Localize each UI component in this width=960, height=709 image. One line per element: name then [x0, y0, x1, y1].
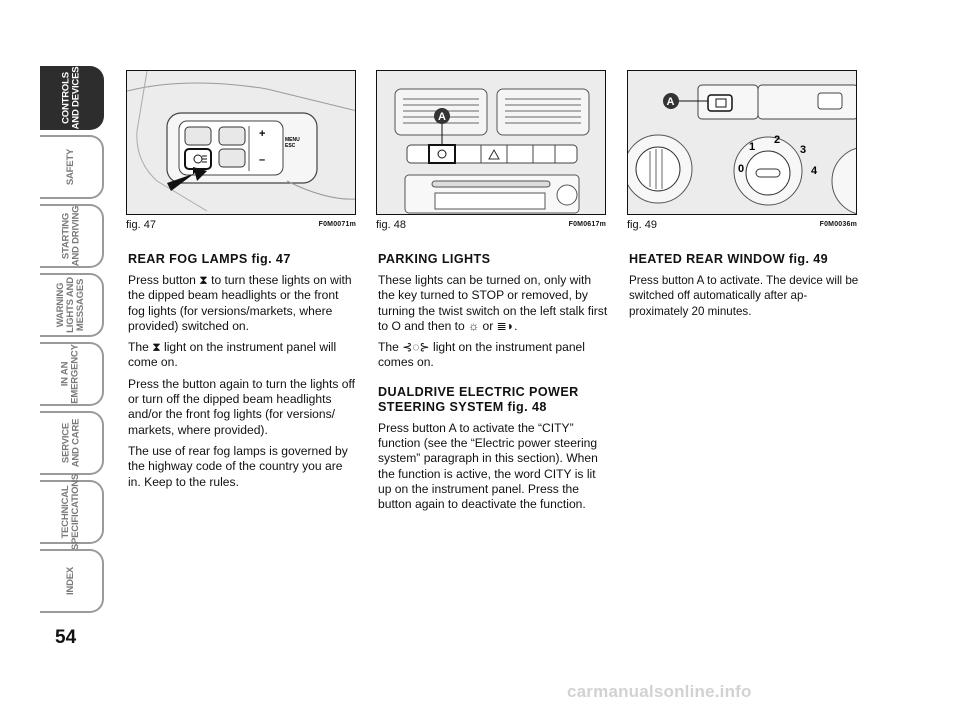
caption-text: fig. 49: [627, 219, 657, 231]
figure-code: F0M0071m: [318, 221, 356, 228]
column-rear-fog-lamps: REAR FOG LAMPS fig. 47 Press button ⧗ to…: [128, 252, 358, 496]
arrow-pointer-icon: [167, 167, 207, 191]
dial-label: 0: [738, 163, 744, 175]
paragraph: Press the button again to turn the light…: [128, 376, 356, 437]
figure-code: F0M0617m: [568, 221, 606, 228]
paragraph: Press button A to activate. The device w…: [629, 274, 859, 318]
tab-index[interactable]: INDEX: [40, 549, 104, 613]
tab-warning-lights-and-messages[interactable]: WARNING LIGHTS AND MESSAGES: [40, 273, 104, 337]
figure-48-caption: fig. 48 F0M0617m: [376, 219, 606, 233]
paragraph: The ⊰◌⊱ light on the instrument panel co…: [378, 340, 585, 370]
tab-safety[interactable]: SAFETY: [40, 135, 104, 199]
paragraph: Press button A to activate the “CITY” fu…: [378, 420, 598, 512]
tab-label: WARNING LIGHTS AND MESSAGES: [54, 277, 86, 333]
watermark: carmanualsonline.info: [567, 682, 752, 701]
climate-control-illustration: A 0 1 2 3 4: [628, 71, 856, 214]
figure-47-caption: fig. 47 F0M0071m: [126, 219, 356, 233]
column-heated-rear-window: HEATED REAR WINDOW fig. 49 Press button …: [629, 252, 859, 325]
page-number: 54: [55, 627, 77, 648]
dial-label: 2: [774, 134, 780, 146]
dial-label: 4: [811, 165, 818, 177]
callout-label: A: [438, 111, 446, 123]
figure-49-caption: fig. 49 F0M0036m: [627, 219, 857, 233]
paragraph: The use of rear fog lamps is governed by…: [128, 443, 348, 489]
plus-label: +: [259, 128, 265, 140]
callout-label: A: [667, 96, 675, 108]
tab-label: CONTROLS AND DEVICES: [60, 66, 82, 130]
tab-label: STARTING AND DRIVING: [59, 205, 81, 267]
section-heading: HEATED REAR WINDOW fig. 49: [629, 252, 829, 266]
tab-label: IN AN EMERGENCY: [60, 344, 81, 404]
figure-48: A: [376, 70, 606, 215]
dashboard-console-illustration: A: [377, 71, 605, 214]
figure-49: A 0 1 2 3 4: [627, 70, 857, 215]
dial-label: 3: [800, 144, 806, 156]
tab-label: SERVICE AND CARE: [59, 418, 81, 468]
tab-starting-and-driving[interactable]: STARTING AND DRIVING: [40, 204, 104, 268]
section-heading: REAR FOG LAMPS fig. 47: [128, 252, 291, 266]
callout-badge: [663, 93, 679, 109]
tab-in-an-emergency[interactable]: IN AN EMERGENCY: [40, 342, 104, 406]
tab-controls-and-devices[interactable]: CONTROLS AND DEVICES: [40, 66, 104, 130]
tab-label: INDEX: [64, 566, 76, 596]
tab-label: TECHNICAL SPECIFICATIONS: [60, 473, 82, 551]
dial-label: 1: [749, 141, 755, 153]
callout-badge: [434, 108, 450, 124]
tab-service-and-care[interactable]: SERVICE AND CARE: [40, 411, 104, 475]
section-heading: DUALDRIVE ELECTRIC POWER STEERING SYSTEM…: [378, 384, 579, 414]
tab-label: SAFETY: [65, 148, 76, 186]
paragraph: The ⧗ light on the instrument panel will…: [128, 340, 337, 370]
section-heading: PARKING LIGHTS: [378, 252, 491, 266]
tab-technical-specifications[interactable]: TECHNICAL SPECIFICATIONS: [40, 474, 104, 550]
paragraph: Press button ⧗ to turn these lights on w…: [128, 273, 352, 333]
paragraph: These lights can be turned on, only with…: [378, 273, 608, 333]
minus-label: –: [259, 154, 265, 166]
caption-text: fig. 47: [126, 219, 156, 231]
caption-text: fig. 48: [376, 219, 406, 231]
figure-code: F0M0036m: [819, 221, 857, 228]
column-parking-lights: PARKING LIGHTS These lights can be turne…: [378, 252, 608, 519]
